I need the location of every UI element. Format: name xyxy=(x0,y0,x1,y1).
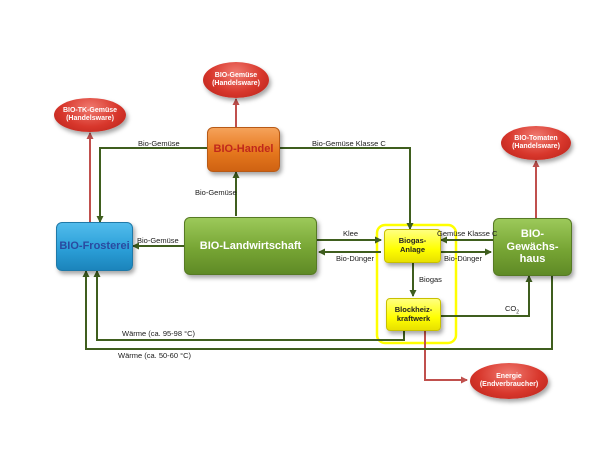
node-bio-gewaechshaus-label: BIO- Gewächs- haus xyxy=(506,228,559,266)
label-bio-duenger-left: Bio-Dünger xyxy=(336,254,374,263)
node-blockheizkraftwerk: Blockheiz- kraftwerk xyxy=(386,298,441,331)
label-waerme-high: Wärme (ca. 95-98 °C) xyxy=(122,329,196,338)
label-biogas: Biogas xyxy=(419,275,442,284)
node-biogas-anlage-label: Biogas- Anlage xyxy=(398,236,427,254)
output-bio-tomaten-label: BIO-Tomaten (Handelsware) xyxy=(512,134,560,150)
label-co2: CO2 xyxy=(505,304,519,316)
output-energie-label: Energie (Endverbraucher) xyxy=(479,372,539,388)
label-bio-gemuese-vertical: Bio-Gemüse xyxy=(195,188,237,197)
label-co2-text: CO xyxy=(505,304,517,313)
arrow-handel-to-frosterei xyxy=(96,147,207,223)
label-bio-gemuese-left: Bio-Gemüse xyxy=(137,236,179,245)
node-bio-gewaechshaus: BIO- Gewächs- haus xyxy=(493,218,572,276)
node-bio-frosterei-label: BIO-Frosterei xyxy=(59,240,130,253)
label-bio-gemuese-top: Bio-Gemüse xyxy=(138,139,180,148)
arrow-handel-to-biogas xyxy=(280,147,414,230)
arrow-waerme-low-to-frosterei xyxy=(82,270,553,350)
label-bio-gemuese-klasse-c: Bio-Gemüse Klasse C xyxy=(312,139,386,148)
node-bio-handel: BIO-Handel xyxy=(207,127,280,172)
output-bio-tk-gemuese-label: BIO-TK-Gemüse (Handelsware) xyxy=(62,106,118,122)
arrow-bhkw-to-gewaechshaus-co2 xyxy=(441,275,533,317)
label-bio-duenger-right: Bio-Dünger xyxy=(444,254,482,263)
label-waerme-low: Wärme (ca. 50-60 °C) xyxy=(118,351,192,360)
node-bio-landwirtschaft: BIO-Landwirtschaft xyxy=(184,217,317,275)
node-bio-handel-label: BIO-Handel xyxy=(213,143,274,156)
arrow-waerme-high-to-frosterei xyxy=(93,270,405,341)
output-bio-gemuese: BIO-Gemüse (Handelsware) xyxy=(203,62,269,98)
output-bio-gemuese-label: BIO-Gemüse (Handelsware) xyxy=(212,71,260,87)
label-co2-subscript: 2 xyxy=(516,309,520,316)
arrow-bhkw-to-energie xyxy=(424,331,468,384)
node-blockheizkraftwerk-label: Blockheiz- kraftwerk xyxy=(394,304,433,323)
node-bio-frosterei: BIO-Frosterei xyxy=(56,222,133,271)
node-bio-landwirtschaft-label: BIO-Landwirtschaft xyxy=(199,239,302,252)
energy-cluster-frame xyxy=(375,223,458,345)
output-energie: Energie (Endverbraucher) xyxy=(470,363,548,399)
label-gemuese-klasse-c: Gemüse Klasse C xyxy=(437,229,498,238)
output-bio-tk-gemuese: BIO-TK-Gemüse (Handelsware) xyxy=(54,98,126,132)
node-biogas-anlage: Biogas- Anlage xyxy=(384,229,441,263)
output-bio-tomaten: BIO-Tomaten (Handelsware) xyxy=(501,126,571,160)
label-klee: Klee xyxy=(343,229,359,238)
